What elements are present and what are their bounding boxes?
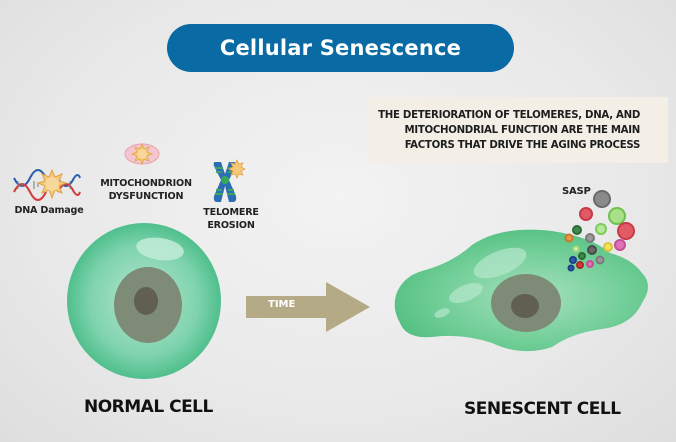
sasp-particle bbox=[608, 207, 626, 225]
senescent-cell-label: SENESCENT CELL bbox=[464, 399, 621, 419]
telomere-label: TELOMERE EROSION bbox=[203, 207, 259, 231]
sasp-particle bbox=[567, 264, 575, 272]
title-banner: Cellular Senescence bbox=[167, 24, 514, 72]
normal-cell-label: NORMAL CELL bbox=[84, 397, 213, 417]
sasp-particle bbox=[576, 261, 584, 269]
sasp-particle bbox=[593, 190, 611, 208]
sasp-particle bbox=[578, 252, 586, 260]
sasp-particle bbox=[614, 239, 626, 251]
sasp-particle bbox=[585, 233, 595, 243]
sasp-particles bbox=[564, 190, 635, 272]
sasp-particle bbox=[603, 242, 613, 252]
sasp-particle bbox=[595, 223, 607, 235]
senescent-nucleolus bbox=[511, 294, 539, 318]
info-text: THE DETERIORATION OF TELOMERES, DNA, AND… bbox=[378, 110, 640, 151]
sasp-particle bbox=[564, 233, 574, 243]
sasp-particle bbox=[572, 225, 582, 235]
dna-damage-icon bbox=[13, 168, 81, 201]
sasp-particle bbox=[569, 256, 577, 264]
sasp-particle bbox=[572, 245, 580, 253]
sasp-particle bbox=[587, 245, 597, 255]
info-box: THE DETERIORATION OF TELOMERES, DNA, AND… bbox=[368, 97, 668, 163]
diagram-title: Cellular Senescence bbox=[219, 36, 462, 60]
mitochondrion-label: MITOCHONDRION DYSFUNCTION bbox=[100, 178, 192, 202]
normal-nucleolus bbox=[134, 287, 158, 315]
time-arrow bbox=[246, 282, 370, 332]
sasp-particle bbox=[595, 255, 605, 265]
senescent-cell bbox=[394, 229, 648, 352]
mitochondrion-icon bbox=[124, 142, 160, 166]
dna-damage-label: DNA Damage bbox=[14, 205, 84, 216]
sasp-particle bbox=[586, 260, 594, 268]
sasp-particle bbox=[579, 207, 593, 221]
time-label: TIME bbox=[268, 299, 296, 310]
sasp-particle bbox=[617, 222, 635, 240]
normal-cell bbox=[67, 223, 221, 379]
chromosome-icon bbox=[213, 159, 246, 202]
sasp-label: SASP bbox=[562, 186, 591, 197]
